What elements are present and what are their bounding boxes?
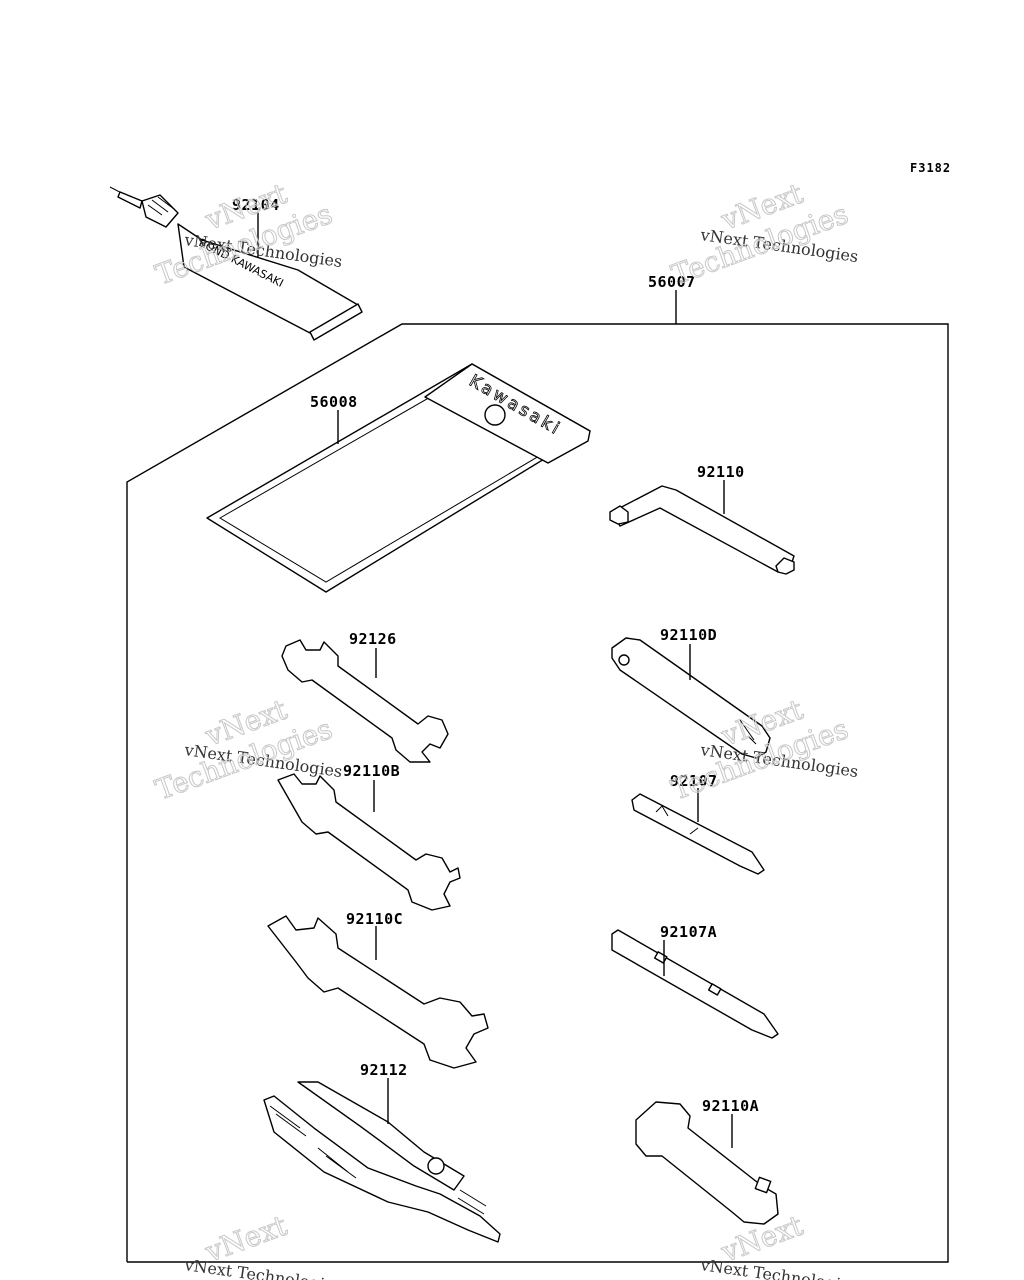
watermark-bottom-right: vNext vNext Technologies — [698, 1208, 859, 1280]
part-label-92107: 92107 — [670, 772, 718, 790]
wrench-92110B[interactable] — [277, 773, 461, 911]
svg-text:vNext Technologies: vNext Technologies — [182, 1255, 343, 1280]
part-label-92110A: 92110A — [702, 1097, 759, 1115]
part-label-92112: 92112 — [360, 1061, 408, 1079]
part-label-56008: 56008 — [310, 393, 358, 411]
wrench-92126[interactable] — [281, 639, 449, 763]
part-label-92110D: 92110D — [660, 626, 717, 644]
part-label-92110C: 92110C — [346, 910, 403, 928]
spark-plug-wrench-92110D[interactable] — [611, 637, 771, 759]
wrench-92110C[interactable] — [267, 915, 489, 1069]
tool-kit-outline — [126, 323, 949, 1263]
hex-key-92110[interactable] — [609, 485, 795, 575]
pliers-92112[interactable] — [263, 1081, 501, 1243]
watermark-top-right: vNext vNext Technologies Technologies — [667, 176, 860, 292]
socket-wrench-92110A[interactable] — [635, 1101, 779, 1225]
screwdriver-bit-92107A[interactable] — [611, 929, 779, 1039]
screwdriver-bit-92107[interactable] — [631, 793, 765, 875]
watermark-bottom-left: vNext vNext Technologies — [182, 1208, 343, 1280]
part-label-92110: 92110 — [697, 463, 745, 481]
figure-code: F3182 — [910, 161, 951, 175]
tool-case-56008[interactable]: Kawasaki — [206, 363, 591, 593]
part-label-92107A: 92107A — [660, 923, 717, 941]
part-label-56007: 56007 — [648, 273, 696, 291]
part-label-92110B: 92110B — [343, 762, 400, 780]
part-label-92104: 92104 — [232, 196, 280, 214]
svg-text:vNext Technologies: vNext Technologies — [698, 1255, 859, 1280]
part-label-92126: 92126 — [349, 630, 397, 648]
